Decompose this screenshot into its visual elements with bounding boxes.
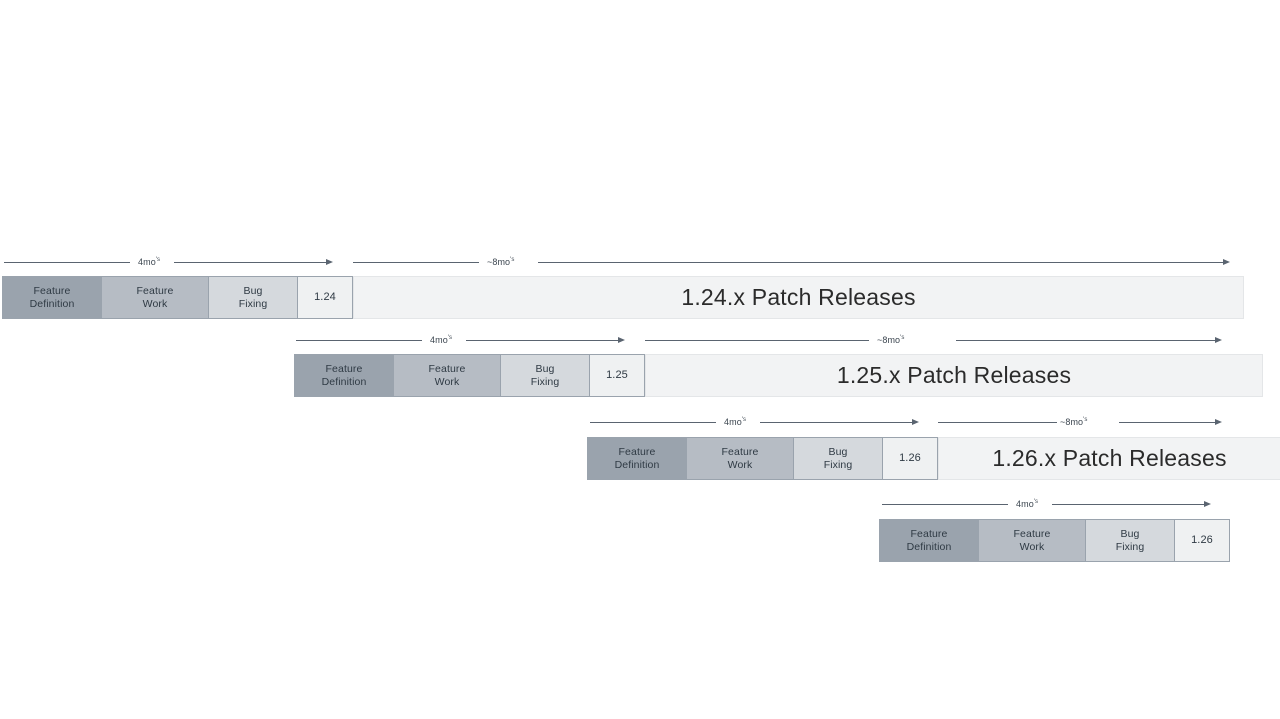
measure-8mo-1-26: ~8mo's <box>938 416 1231 430</box>
phase-box-feature-work-1-26[interactable]: Feature Work <box>686 437 793 480</box>
patch-release-bar-1-25: 1.25.x Patch Releases <box>645 354 1263 397</box>
measure-label-8mo-1-25: ~8mo's <box>877 335 905 345</box>
phase-box-bug-fixing-1-25[interactable]: Bug Fixing <box>500 354 589 397</box>
phase-box-bug-fixing-1-24[interactable]: Bug Fixing <box>208 276 297 319</box>
measure-4mo-1-25: 4mo's <box>296 334 626 348</box>
phase-box-feature-definition-1-24[interactable]: Feature Definition <box>2 276 101 319</box>
measure-8mo-1-25: ~8mo's <box>645 334 1231 348</box>
version-marker-box-1-25[interactable]: 1.25 <box>589 354 645 397</box>
version-marker-box-1-26[interactable]: 1.26 <box>882 437 938 480</box>
measure-4mo-next: 4mo's <box>882 498 1212 512</box>
phase-track-1-25: Feature Definition Feature Work Bug Fixi… <box>294 354 645 397</box>
patch-release-bar-1-26: 1.26.x Patch Releases <box>938 437 1280 480</box>
phase-box-feature-definition-next[interactable]: Feature Definition <box>879 519 978 562</box>
measure-label-8mo-1-24: ~8mo's <box>487 257 515 267</box>
measure-label-4mo-1-25: 4mo's <box>430 335 453 345</box>
phase-box-feature-definition-1-26[interactable]: Feature Definition <box>587 437 686 480</box>
patch-release-label-1-26: 1.26.x Patch Releases <box>992 445 1227 471</box>
measure-label-4mo-next: 4mo's <box>1016 499 1039 509</box>
measure-4mo-1-26: 4mo's <box>590 416 920 430</box>
phase-track-next: Feature Definition Feature Work Bug Fixi… <box>879 519 1230 562</box>
patch-release-bar-1-24: 1.24.x Patch Releases <box>353 276 1244 319</box>
version-marker-box-1-24[interactable]: 1.24 <box>297 276 353 319</box>
measure-label-4mo-1-26: 4mo's <box>724 417 747 427</box>
phase-box-feature-definition-1-25[interactable]: Feature Definition <box>294 354 393 397</box>
measure-8mo-1-24: ~8mo's <box>353 256 1231 270</box>
phase-box-bug-fixing-1-26[interactable]: Bug Fixing <box>793 437 882 480</box>
patch-release-label-1-24: 1.24.x Patch Releases <box>681 284 916 310</box>
phase-box-feature-work-next[interactable]: Feature Work <box>978 519 1085 562</box>
patch-release-label-1-25: 1.25.x Patch Releases <box>836 362 1072 388</box>
phase-track-1-24: Feature Definition Feature Work Bug Fixi… <box>2 276 353 319</box>
measure-4mo-1-24: 4mo's <box>4 256 334 270</box>
measure-label-4mo-1-24: 4mo's <box>138 257 161 267</box>
phase-box-feature-work-1-24[interactable]: Feature Work <box>101 276 208 319</box>
phase-track-1-26: Feature Definition Feature Work Bug Fixi… <box>587 437 938 480</box>
phase-box-feature-work-1-25[interactable]: Feature Work <box>393 354 500 397</box>
measure-label-8mo-1-26: ~8mo's <box>1060 417 1088 427</box>
version-marker-box-next[interactable]: 1.26 <box>1174 519 1230 562</box>
phase-box-bug-fixing-next[interactable]: Bug Fixing <box>1085 519 1174 562</box>
